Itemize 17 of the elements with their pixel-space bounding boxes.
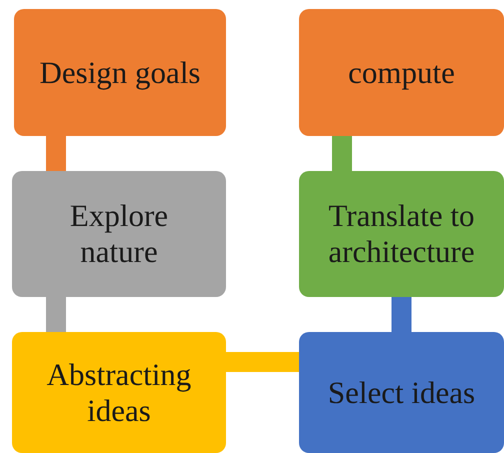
- connector-bar: [46, 136, 66, 171]
- box-label: Explore nature: [68, 198, 170, 270]
- connector-bar: [46, 297, 66, 332]
- process-box: [299, 9, 504, 136]
- box-label: Translate to architecture: [327, 198, 476, 270]
- process-box: [299, 332, 504, 453]
- box-label: Select ideas: [326, 374, 476, 410]
- box-label: compute: [347, 54, 456, 90]
- connector-bar: [392, 297, 412, 332]
- process-box: [12, 332, 226, 453]
- box-label: Design goals: [38, 54, 202, 90]
- process-box: [299, 171, 504, 297]
- connector-bar: [226, 352, 299, 372]
- box-label: Abstracting ideas: [46, 356, 192, 428]
- connector-bar: [332, 136, 352, 171]
- process-box: [14, 9, 226, 136]
- process-box: [12, 171, 226, 297]
